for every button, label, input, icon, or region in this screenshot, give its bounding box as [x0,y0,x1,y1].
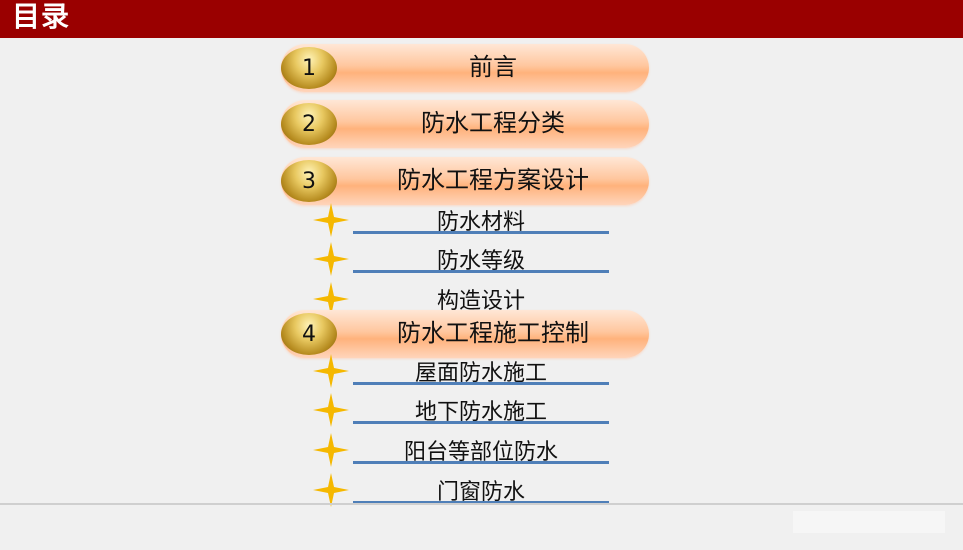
toc-subitem[interactable]: 构造设计 [313,278,609,316]
number-badge: 2 [281,103,337,145]
toc-subitem[interactable]: 阳台等部位防水 [313,429,609,467]
badge-number: 1 [302,56,316,81]
toc-entry-label: 防水工程方案设计 [397,166,589,194]
footer-divider [0,503,963,505]
toc-subitem[interactable]: 地下防水施工 [313,389,609,427]
page-title: 目录 [12,0,71,33]
toc-entry-label: 前言 [469,53,517,81]
toc-entry-4[interactable]: 4 防水工程施工控制 [281,310,649,358]
toc-entry-label: 防水工程施工控制 [397,319,589,347]
toc-subitem-label: 地下防水施工 [414,400,547,425]
number-badge: 3 [281,160,337,202]
toc-entry-label: 防水工程分类 [421,109,565,137]
toc-subitem[interactable]: 防水等级 [313,238,609,276]
star-icon [313,203,349,237]
toc-subitem-label: 屋面防水施工 [414,361,547,386]
badge-number: 3 [302,169,316,194]
toc-subitem[interactable]: 屋面防水施工 [313,350,609,388]
toc-subitem-label: 构造设计 [436,289,525,314]
badge-number: 4 [302,322,316,347]
toc-subitem[interactable]: 门窗防水 [313,469,609,507]
star-icon [313,282,349,316]
number-badge: 4 [281,313,337,355]
toc-subitem-label: 防水材料 [436,210,525,235]
toc-entry-3[interactable]: 3 防水工程方案设计 [281,157,649,205]
star-icon [313,242,349,276]
toc-subitem-label: 防水等级 [436,249,525,274]
toc-subitem[interactable]: 防水材料 [313,199,609,237]
badge-number: 2 [302,112,316,137]
toc-subitem-label: 阳台等部位防水 [403,440,558,465]
title-bar: 目录 [0,0,963,38]
star-icon [313,393,349,427]
toc-subitem-label: 门窗防水 [436,480,525,505]
footer-placeholder [793,511,945,533]
toc-entry-1[interactable]: 1 前言 [281,44,649,92]
number-badge: 1 [281,47,337,89]
star-icon [313,433,349,467]
toc-entry-2[interactable]: 2 防水工程分类 [281,100,649,148]
star-icon [313,354,349,388]
star-icon [313,473,349,507]
